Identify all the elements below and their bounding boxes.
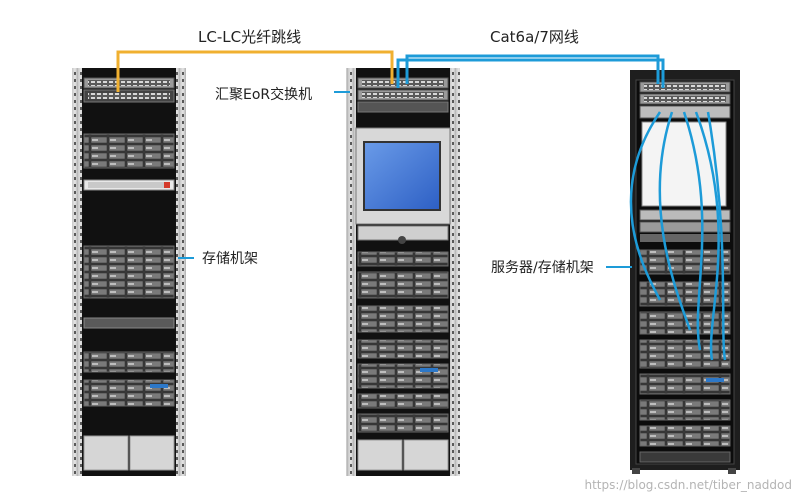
fiber-link-label: LC-LC光纤跳线 [198,28,302,46]
copper-link-label: Cat6a/7网线 [490,28,579,46]
copper-cable [396,54,665,88]
rack3-internal-cables [629,111,727,361]
fiber-cable [116,50,394,92]
server-storage-rack-label: 服务器/存储机架 [491,260,594,276]
kvm-monitor [363,141,441,211]
eor-switch-label: 汇聚EoR交换机 [215,87,313,103]
eor-rack [346,68,460,476]
storage-rack [72,68,186,476]
storage-rack-label: 存储机架 [202,251,258,267]
watermark: https://blog.csdn.net/tiber_naddod [584,478,793,492]
server-storage-rack [630,70,740,474]
